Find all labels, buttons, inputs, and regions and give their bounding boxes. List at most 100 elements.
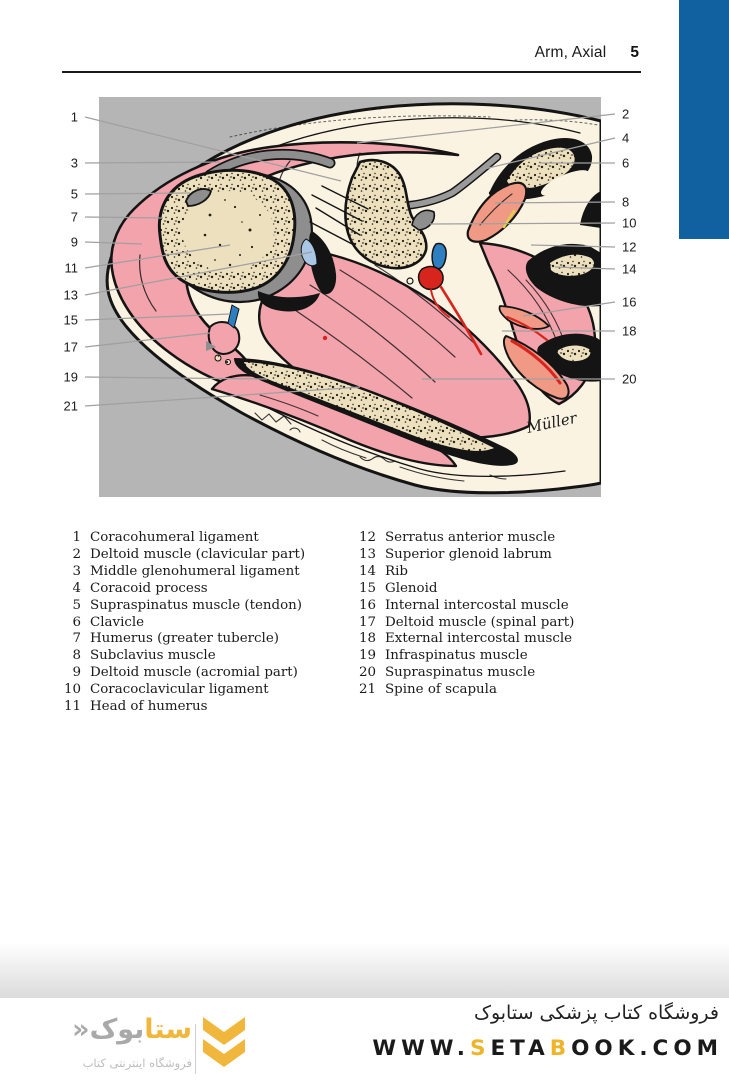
site-url-part: B — [549, 1036, 572, 1061]
legend-label: Internal intercostal muscle — [385, 597, 569, 613]
logo-subtitle: فروشگاه اینترنتی کتاب — [82, 1056, 192, 1070]
figure-callout-number: 18 — [622, 324, 636, 339]
legend-label: Coracoid process — [90, 580, 208, 596]
figure-callout-number: 8 — [622, 195, 629, 210]
legend-number: 19 — [358, 648, 376, 664]
figure-callout-number: 16 — [622, 295, 636, 310]
wordmark-gray-part: بوک — [89, 1014, 145, 1045]
leader-line — [84, 116, 342, 182]
figure-callout-number: 20 — [622, 372, 636, 387]
figure-callout-number: 1 — [71, 110, 78, 125]
site-url-part: OOK.COM — [571, 1036, 723, 1061]
legend-number: 16 — [358, 597, 376, 613]
legend-number: 6 — [72, 614, 81, 630]
leader-line — [522, 301, 616, 317]
skin-texture — [254, 412, 507, 482]
vein — [431, 242, 447, 270]
nerve-yellow — [502, 209, 516, 229]
figure-callout-number: 15 — [64, 313, 78, 328]
wordmark-yellow-part: ستا — [144, 1014, 192, 1045]
setabook-chevron-icon — [203, 1017, 245, 1067]
legend-number: 17 — [358, 614, 376, 630]
legend-label: Rib — [385, 563, 408, 579]
figure-callout-number: 12 — [622, 240, 636, 255]
leader-line — [84, 386, 361, 407]
leader-line — [84, 161, 221, 164]
legend-item: 2 Deltoid muscle (clavicular part) — [55, 547, 355, 564]
site-url-part: ETA — [490, 1036, 550, 1061]
legend-label: Glenoid — [385, 580, 438, 596]
legend-label: Middle glenohumeral ligament — [90, 563, 300, 579]
legend-number: 8 — [72, 648, 81, 664]
intercostal-muscle-lower — [502, 335, 570, 400]
page-shadow — [0, 942, 729, 998]
leader-line — [479, 137, 616, 171]
legend-number: 12 — [358, 530, 376, 545]
glenohumeral-ligament-band — [206, 150, 334, 179]
leader-line — [554, 266, 616, 270]
logo-divider — [195, 1024, 196, 1074]
figure-callout-number: 4 — [622, 131, 629, 146]
legend-label: Spine of scapula — [385, 682, 497, 698]
scapula-glenoid-bone — [344, 158, 428, 270]
leader-line — [84, 332, 211, 348]
supraspinatus-tendon-gray — [185, 188, 212, 207]
legend-number: 3 — [72, 563, 81, 579]
legend-label: Infraspinatus muscle — [385, 648, 528, 664]
section-title: Arm, Axial — [534, 44, 607, 61]
header-rule — [62, 71, 641, 73]
page-header: Arm, Axial 5 — [62, 44, 641, 70]
figure-callout-number: 10 — [622, 216, 636, 231]
legend-label: Deltoid muscle (clavicular part) — [90, 546, 306, 562]
section-tab — [679, 0, 729, 239]
leader-line — [494, 201, 616, 204]
legend-number: 14 — [358, 563, 376, 579]
glenoid-blue-sliver — [227, 304, 240, 329]
figure-callout-number: 6 — [622, 156, 629, 171]
leader-line — [84, 216, 164, 219]
subclavius-muscle — [466, 181, 528, 243]
ligament-fibers — [309, 185, 369, 246]
figure-callout-number: 17 — [64, 340, 78, 355]
figure-callout-number: 2 — [622, 107, 629, 122]
legend-label: Coracohumeral ligament — [90, 530, 259, 545]
legend-label: Clavicle — [90, 614, 145, 630]
legend-number: 13 — [358, 546, 376, 562]
coracoid-process — [411, 209, 436, 231]
legend-number: 21 — [358, 682, 376, 698]
figure-callout-number: 5 — [71, 187, 78, 202]
legend-label: Coracoclavicular ligament — [90, 682, 269, 698]
legend-number: 2 — [72, 546, 81, 562]
leader-line — [84, 376, 268, 380]
figure-callout-number: 9 — [71, 235, 78, 250]
legend-number: 5 — [72, 597, 81, 613]
legend-item: 6 Clavicle — [55, 615, 355, 632]
figure-callout-number: 3 — [71, 156, 78, 171]
legend-item: 16 Internal intercostal muscle — [350, 598, 650, 615]
legend-item: 14 Rib — [350, 564, 650, 581]
figure-callout-number: 14 — [622, 262, 636, 277]
leader-line — [84, 244, 231, 269]
site-url-part: WWW. — [372, 1036, 470, 1061]
legend-label: Superior glenoid labrum — [385, 546, 552, 562]
figure-callout-number: 19 — [64, 370, 78, 385]
legend-label: Head of humerus — [90, 699, 208, 715]
legend-item: 19 Infraspinatus muscle — [350, 648, 650, 665]
legend-label: Deltoid muscle (spinal part) — [385, 614, 575, 630]
store-name-farsi: فروشگاه کتاب پزشکی ستابوک — [473, 1002, 719, 1024]
rib-bone — [550, 254, 595, 276]
figure-callout-number: 21 — [64, 399, 78, 414]
leader-line — [429, 222, 616, 225]
